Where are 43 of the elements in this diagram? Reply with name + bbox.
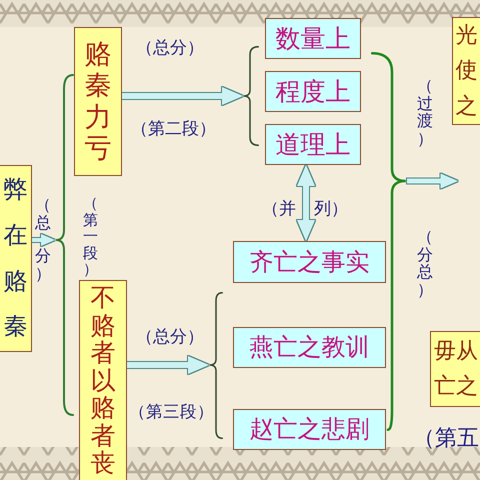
annotation-text: 分） — [35, 247, 51, 282]
hollow-arrow — [122, 87, 243, 105]
curly-brace — [209, 292, 223, 439]
annotation-text: （总分） — [136, 39, 204, 58]
point-box — [233, 241, 386, 283]
double-arrow — [297, 165, 315, 241]
topic-box — [74, 27, 122, 176]
node-text: 燕亡之教训 — [250, 333, 370, 362]
topic-box — [430, 331, 480, 407]
hollow-arrow — [407, 174, 458, 188]
point-box — [265, 71, 361, 112]
curly-brace — [243, 46, 259, 146]
annotation-text: （总 — [35, 196, 51, 232]
annotation-text: （并 — [262, 200, 296, 219]
point-box — [233, 327, 386, 368]
node-text: 数量上 — [276, 24, 350, 54]
node-text: 道理上 — [276, 130, 350, 160]
node-text: 程度上 — [276, 76, 350, 106]
hollow-arrow — [127, 356, 209, 374]
node-text: 不赂者以赂者丧 — [90, 284, 116, 477]
annotation-text: 列） — [314, 200, 348, 219]
point-box — [265, 124, 361, 165]
topic-box — [79, 280, 127, 480]
annotation-text: （分总） — [417, 228, 433, 298]
node-text: 毋从亡之 — [434, 338, 478, 401]
point-box — [233, 409, 386, 450]
topic-box — [0, 165, 32, 352]
node-text: 光使之 — [456, 22, 478, 121]
topic-box — [452, 17, 480, 125]
annotation-text: （第二段） — [131, 120, 216, 139]
curly-brace — [55, 74, 74, 416]
annotation-text: （总分） — [136, 328, 204, 347]
node-text: 赵亡之悲剧 — [250, 415, 370, 444]
point-box — [265, 18, 361, 59]
hollow-arrow — [32, 234, 55, 246]
annotation-text: （过渡） — [417, 77, 433, 148]
node-text: 赂秦力亏 — [84, 39, 112, 164]
node-text: 齐亡之事实 — [250, 248, 370, 276]
curly-brace — [371, 52, 407, 431]
node-text: 弊在赂秦 — [4, 174, 28, 342]
annotation-text: （第三段） — [129, 403, 214, 422]
annotation-text: （第一段） — [83, 195, 98, 278]
annotation-text: （第五 — [413, 427, 479, 452]
